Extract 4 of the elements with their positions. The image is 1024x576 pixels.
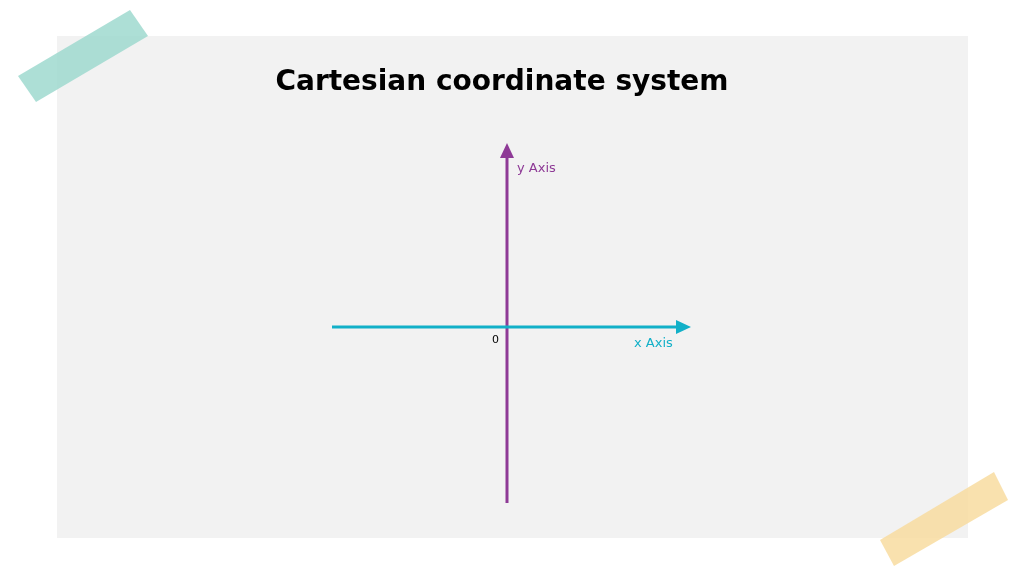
title: Cartesian coordinate system (274, 66, 730, 97)
origin-label: 0 (492, 334, 499, 347)
axis-label: x Axis (634, 336, 673, 351)
axis-label: y Axis (517, 161, 556, 176)
